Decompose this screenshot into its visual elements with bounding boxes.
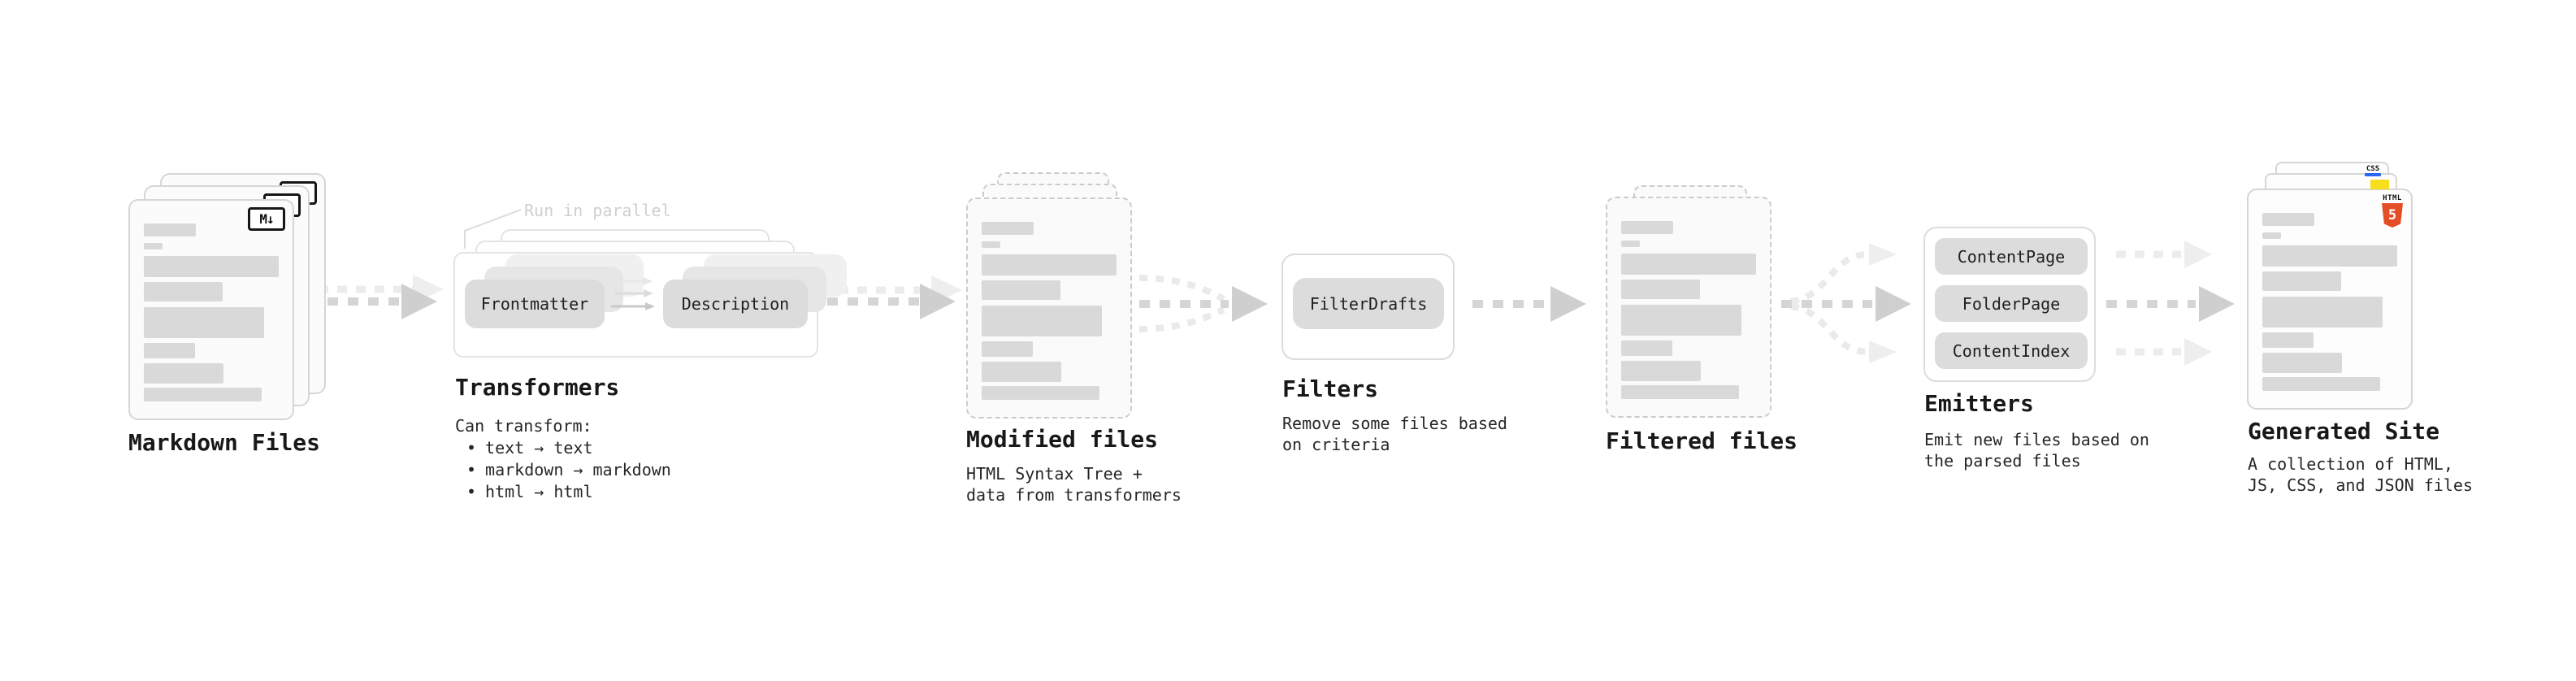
transform-bullet: • html → html <box>455 481 671 503</box>
transform-bullet: • markdown → markdown <box>455 459 671 481</box>
filters-description: Remove some files based on criteria <box>1282 413 1507 455</box>
arrow-modified-to-filters-merge <box>1138 275 1268 332</box>
description-line: Remove some files based <box>1282 414 1507 433</box>
html5-shield: 5 <box>2382 203 2403 228</box>
description-line: HTML Syntax Tree + <box>966 464 1143 484</box>
js-file-icon <box>2370 180 2389 189</box>
bullet-marker: • <box>466 438 477 458</box>
description-line: Emit new files based on <box>1924 430 2149 449</box>
transformers-intro: Can transform: <box>455 416 592 436</box>
description-node: Description <box>663 280 808 328</box>
description-line: A collection of HTML, <box>2248 454 2453 474</box>
bullet-marker: • <box>466 460 477 479</box>
html5-icon-label: HTML <box>2383 194 2402 202</box>
modified-files-title: Modified files <box>966 426 1159 453</box>
description-line: JS, CSS, and JSON files <box>2248 475 2473 495</box>
html5-number: 5 <box>2387 207 2397 223</box>
arrow-emitters-to-generated <box>2106 241 2235 366</box>
bullet-text: text → text <box>485 438 593 458</box>
generated-site-title: Generated Site <box>2248 418 2440 445</box>
css-icon-underline <box>2365 173 2381 176</box>
transform-bullet: • text → text <box>455 437 671 459</box>
folderpage-node: FolderPage <box>1935 285 2088 322</box>
generated-site-description: A collection of HTML, JS, CSS, and JSON … <box>2248 453 2473 496</box>
run-in-parallel-label: Run in parallel <box>524 201 671 220</box>
filterdrafts-node: FilterDrafts <box>1293 278 1444 329</box>
emitters-description: Emit new files based on the parsed files <box>1924 429 2149 471</box>
modified-files-description: HTML Syntax Tree + data from transformer… <box>966 463 1182 505</box>
bullet-marker: • <box>466 482 477 501</box>
filtered-file-card-front <box>1606 197 1772 418</box>
transformers-title: Transformers <box>455 374 620 401</box>
description-line: on criteria <box>1282 435 1390 454</box>
description-line: the parsed files <box>1924 451 2081 471</box>
description-line: data from transformers <box>966 485 1182 505</box>
css-file-icon: CSS <box>2365 166 2381 176</box>
bullet-text: html → html <box>485 482 593 501</box>
contentindex-node: ContentIndex <box>1935 332 2088 369</box>
arrow-markdown-to-transformers <box>307 275 444 319</box>
markdown-files-title: Markdown Files <box>128 429 321 456</box>
html5-icon: HTML 5 <box>2381 194 2404 228</box>
arrow-filters-to-filtered <box>1472 286 1586 322</box>
emitters-title: Emitters <box>1924 390 2034 417</box>
filtered-files-title: Filtered files <box>1606 427 1798 454</box>
markdown-icon: M↓ <box>248 207 285 231</box>
generated-file-card-front: HTML 5 <box>2247 189 2413 410</box>
transformers-description: Can transform: • text → text • markdown … <box>455 415 671 503</box>
filters-title: Filters <box>1282 375 1379 402</box>
contentpage-node: ContentPage <box>1935 238 2088 275</box>
markdown-file-card-front: M↓ <box>128 199 294 420</box>
arrow-filtered-to-emitters-split <box>1781 243 1911 363</box>
arrow-transformers-to-modified <box>827 275 962 319</box>
bullet-text: markdown → markdown <box>485 460 671 479</box>
modified-file-card-front <box>966 197 1132 419</box>
frontmatter-node: Frontmatter <box>465 280 605 328</box>
css-icon-label: CSS <box>2366 165 2380 173</box>
